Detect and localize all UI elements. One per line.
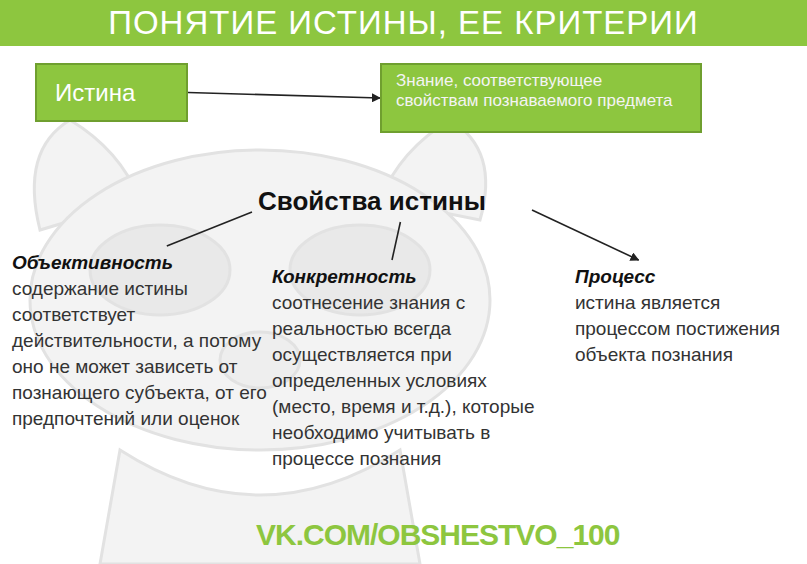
diagram-title: ПОНЯТИЕ ИСТИНЫ, ЕЕ КРИТЕРИИ bbox=[108, 4, 699, 42]
connector bbox=[188, 93, 380, 99]
watermark: VK.COM/OBSHESTVO_100 bbox=[256, 518, 619, 552]
heading-node: Свойства истины bbox=[252, 182, 532, 222]
property-block: Конкретностьсоотнесение знания с реально… bbox=[266, 260, 546, 476]
node-text: Объективность bbox=[12, 250, 268, 276]
title-bar: ПОНЯТИЕ ИСТИНЫ, ЕЕ КРИТЕРИИ bbox=[0, 0, 807, 46]
connector bbox=[392, 222, 400, 260]
property-block: Процессистина является процессом постиже… bbox=[569, 260, 801, 372]
node-body: истина является процессом постижения объ… bbox=[575, 290, 795, 368]
connector bbox=[532, 210, 639, 260]
connector bbox=[167, 212, 252, 246]
node-body: соотнесение знания с реальностью всегда … bbox=[272, 290, 540, 472]
node-body: содержание истины соответствует действит… bbox=[12, 276, 268, 432]
node-text: Конкретность bbox=[272, 264, 540, 290]
node-text: Процесс bbox=[575, 264, 795, 290]
property-block: Объективностьсодержание истины соответст… bbox=[6, 246, 274, 436]
concept-box: Истина bbox=[35, 63, 188, 122]
node-text: Знание, соответствующее свойствам познав… bbox=[396, 71, 686, 111]
node-text: Свойства истины bbox=[258, 186, 526, 217]
definition-box: Знание, соответствующее свойствам познав… bbox=[380, 63, 702, 133]
node-text: Истина bbox=[55, 79, 135, 107]
